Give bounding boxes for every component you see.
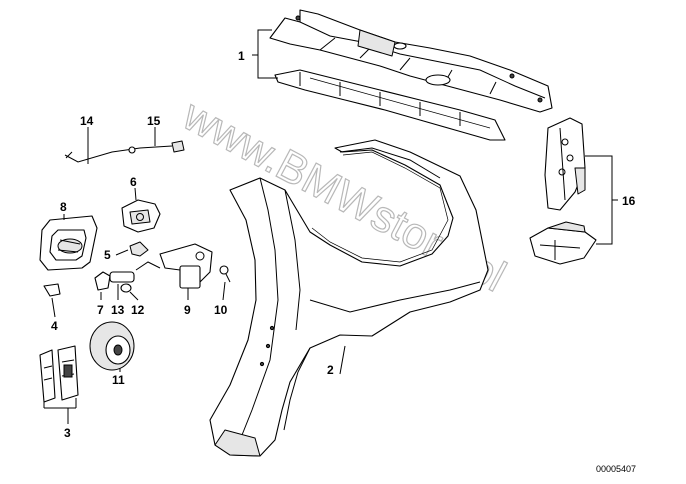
- callout-7: 7: [97, 303, 104, 317]
- part-wheel-house-bracket: [529, 221, 597, 265]
- part-grommet-small: [120, 283, 132, 293]
- callout-8: 8: [60, 200, 67, 214]
- callout-1: 1: [238, 49, 245, 63]
- callout-4: 4: [51, 319, 58, 333]
- part-fuel-flap: [39, 215, 98, 271]
- part-clip: [94, 271, 111, 291]
- part-lock-housing: [121, 199, 161, 233]
- part-cap: [129, 241, 149, 257]
- part-rear-floor-panel: [274, 69, 506, 141]
- part-screw: [219, 265, 231, 283]
- callout-6: 6: [130, 175, 137, 189]
- part-rubber-cup: [89, 321, 135, 371]
- part-release-cable: [64, 140, 185, 163]
- callout-11: 11: [112, 373, 125, 387]
- part-actuator: [135, 243, 213, 289]
- part-spring: [109, 271, 135, 283]
- part-wheel-house-panel: [544, 117, 586, 211]
- callout-13: 13: [111, 303, 125, 317]
- callout-15: 15: [147, 114, 161, 128]
- callout-5: 5: [104, 248, 111, 262]
- document-number: 00005407: [596, 464, 636, 474]
- callout-16: 16: [622, 194, 636, 208]
- part-hinge: [39, 345, 79, 403]
- callout-10: 10: [214, 303, 228, 317]
- callout-14: 14: [80, 114, 94, 128]
- part-bracket: [43, 283, 61, 297]
- part-side-panel: [209, 139, 489, 457]
- callout-2: 2: [327, 363, 334, 377]
- part-rear-cross-member: [269, 9, 553, 113]
- callout-9: 9: [184, 303, 191, 317]
- callout-labels: 1 2 3 4 5 6 7 8 9 10 11 12 13 14 15 16: [51, 49, 636, 440]
- callout-3: 3: [64, 426, 71, 440]
- leader-lines: [43, 29, 618, 424]
- callout-12: 12: [131, 303, 145, 317]
